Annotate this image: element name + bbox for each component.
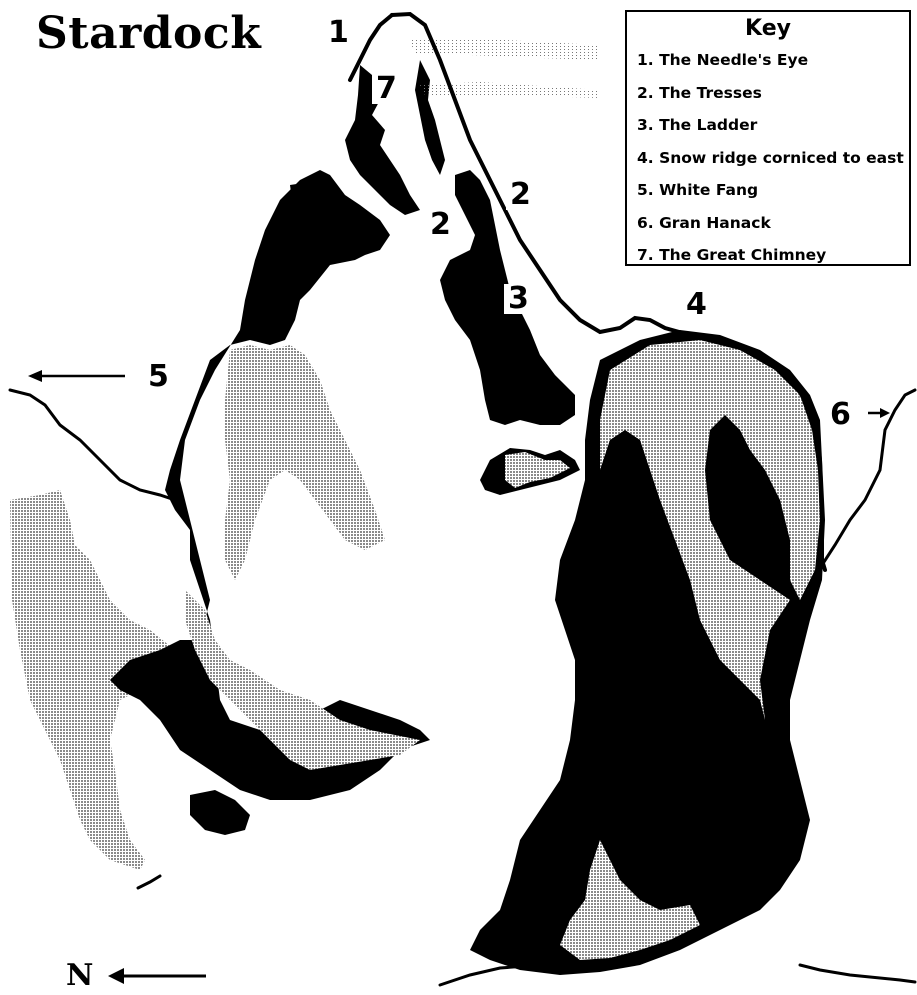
- summit-rock-2: [415, 60, 445, 175]
- ridge-line-white-fang: [10, 390, 175, 500]
- small-rock-blob: [190, 790, 250, 835]
- label-white-fang: 5: [148, 362, 169, 392]
- lower-left-arc: [138, 876, 160, 888]
- label-tresses-right: 2: [506, 180, 535, 210]
- base-line-right: [800, 965, 915, 982]
- map-key: Key 1. The Needle's Eye 2. The Tresses 3…: [625, 10, 911, 266]
- key-item: 4. Snow ridge corniced to east: [637, 142, 909, 175]
- key-item: 7. The Great Chimney: [637, 239, 909, 272]
- key-item: 5. White Fang: [637, 174, 909, 207]
- key-item: 1. The Needle's Eye: [637, 44, 909, 77]
- label-ladder: 3: [504, 284, 533, 314]
- key-item: 3. The Ladder: [637, 109, 909, 142]
- arrow-north: [108, 968, 206, 984]
- label-great-chimney: 7: [372, 74, 401, 104]
- label-gran-hanack: 6: [830, 400, 851, 430]
- north-label: N: [66, 958, 93, 993]
- key-heading: Key: [627, 16, 909, 44]
- arrow-gran-hanack: [868, 408, 890, 418]
- label-needles-eye: 1: [328, 18, 349, 48]
- map-title: Stardock: [36, 8, 261, 59]
- key-list: 1. The Needle's Eye 2. The Tresses 3. Th…: [627, 44, 909, 272]
- key-item: 6. Gran Hanack: [637, 207, 909, 240]
- label-snow-ridge: 4: [686, 290, 707, 320]
- label-tresses-left: 2: [426, 210, 455, 240]
- arrow-white-fang: [28, 370, 125, 382]
- cloud-streak-2: [420, 82, 600, 98]
- key-item: 2. The Tresses: [637, 77, 909, 110]
- main-rock-left-stipple: [225, 345, 385, 580]
